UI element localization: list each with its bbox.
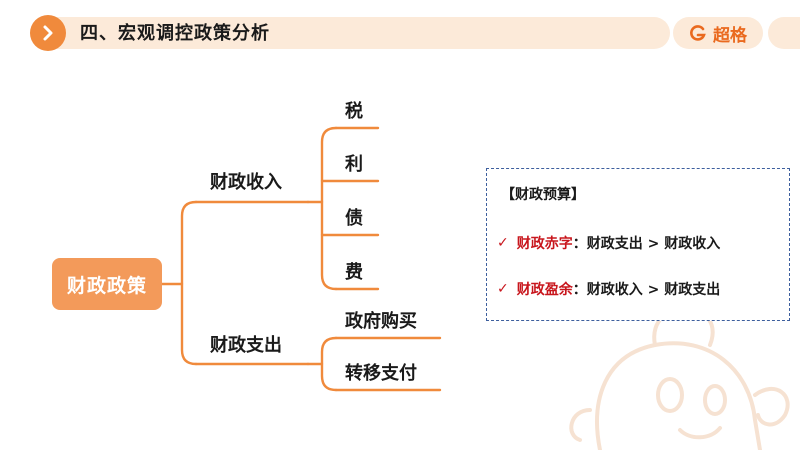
budget-title: 【财政预算】 xyxy=(501,187,585,203)
mascot-watermark xyxy=(569,311,790,450)
budget-separator: ： xyxy=(572,282,587,298)
leaf-node: 税 xyxy=(345,101,363,122)
checkmark-icon: ✓ xyxy=(497,281,509,297)
leaf-node: 转移支付 xyxy=(345,363,417,384)
budget-definition-box: 【财政预算】 ✓ 财政赤字 ： 财政支出 > 财政收入 ✓ 财政盈余 ： 财政收… xyxy=(486,168,790,321)
root-node: 财政政策 xyxy=(52,258,162,310)
leaf-node: 利 xyxy=(345,154,363,175)
logo-text: 超格 xyxy=(713,25,747,46)
brand-logo: 超格 xyxy=(673,17,763,49)
chevron-right-icon xyxy=(30,15,66,51)
header-right-cap xyxy=(768,17,800,49)
budget-definition: 财政收入 > 财政支出 xyxy=(586,282,721,298)
leaf-node: 债 xyxy=(345,208,363,229)
header-bar xyxy=(30,17,670,49)
leaf-node: 政府购买 xyxy=(345,311,417,332)
checkmark-icon: ✓ xyxy=(497,235,509,251)
budget-definition: 财政支出 > 财政收入 xyxy=(586,236,721,252)
branch-label-expenditure: 财政支出 xyxy=(210,335,282,356)
budget-item-surplus: ✓ 财政盈余 ： 财政收入 > 财政支出 xyxy=(497,279,720,299)
budget-term: 财政盈余 xyxy=(516,282,573,298)
budget-item-deficit: ✓ 财政赤字 ： 财政支出 > 财政收入 xyxy=(497,233,720,253)
logo-icon xyxy=(690,25,706,41)
budget-term: 财政赤字 xyxy=(516,236,573,252)
branch-label-revenue: 财政收入 xyxy=(210,172,282,193)
page-title: 四、宏观调控政策分析 xyxy=(80,23,270,44)
leaf-node: 费 xyxy=(345,262,363,283)
budget-separator: ： xyxy=(572,236,587,252)
